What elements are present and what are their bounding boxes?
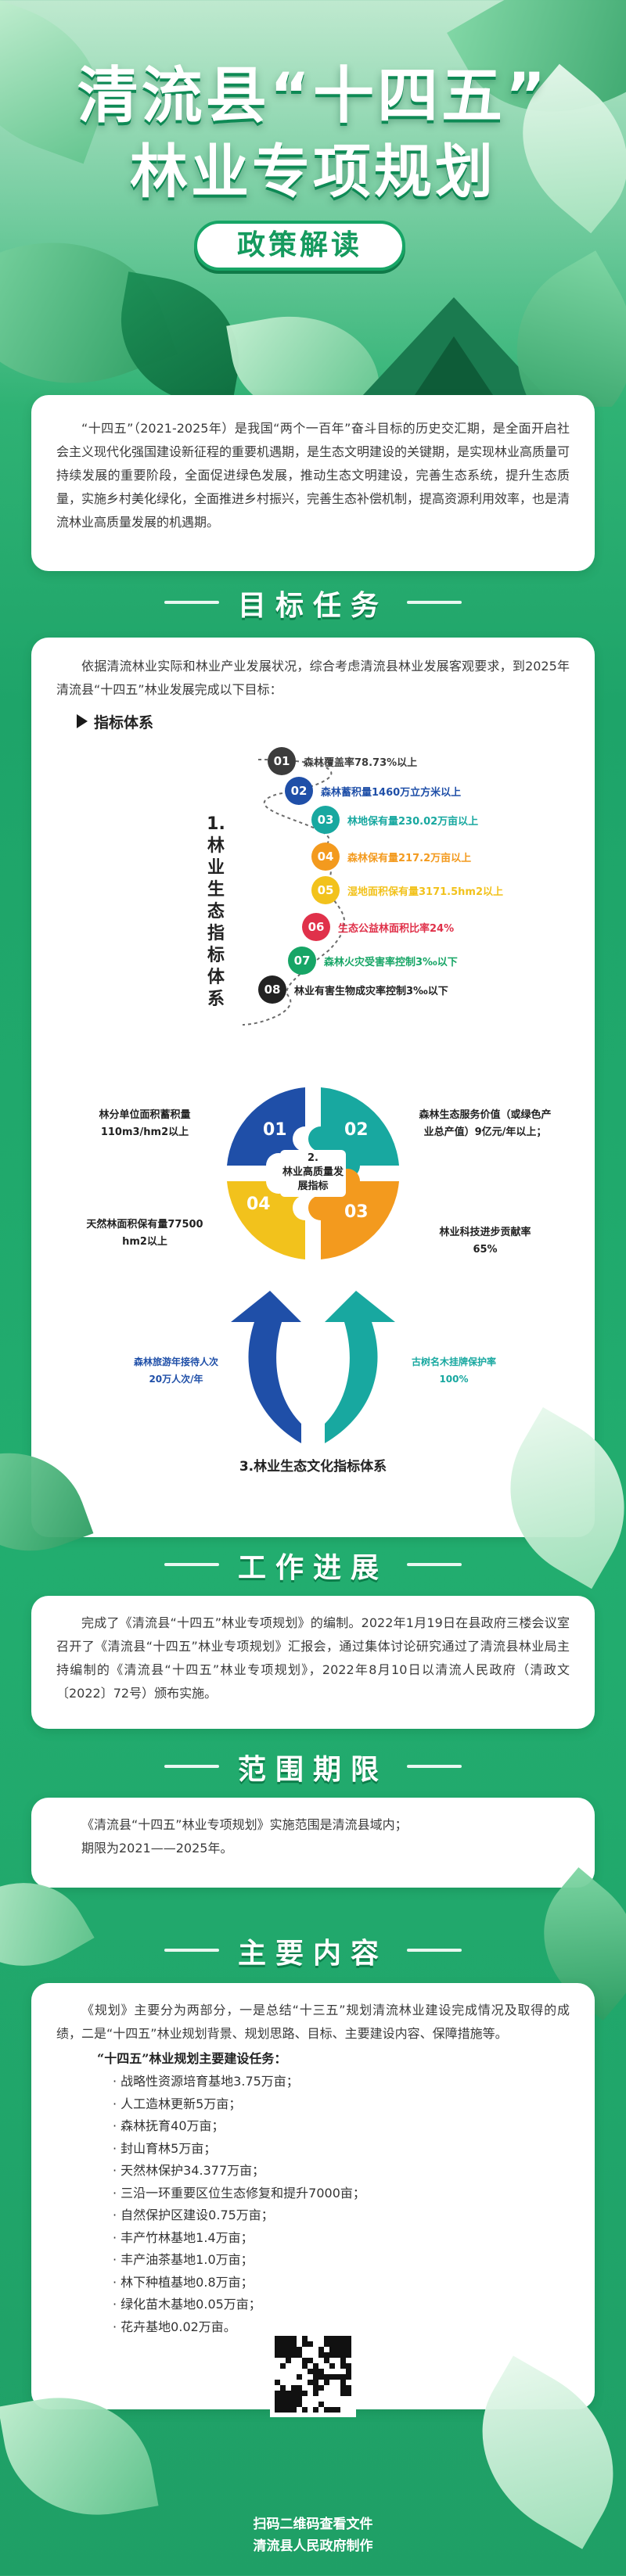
task-item: · 自然保护区建设0.75万亩；	[113, 2208, 274, 2222]
qr-code-image	[275, 2336, 351, 2413]
tasks-list: · 战略性资源培育基地3.75万亩； · 人工造林更新5万亩； · 森林抚育40万亩…	[56, 2071, 570, 2338]
indicator-number: 04	[311, 842, 340, 871]
indicator-text: 林地保有量230.02万亩以上	[347, 816, 479, 828]
indicator-text: 林业有害生物成灾率控制3‰以下	[294, 986, 448, 997]
quality-center-num: 2.	[308, 1152, 318, 1164]
task-item: · 丰产竹林基地1.4万亩；	[113, 2229, 254, 2245]
indicator-number: 03	[311, 806, 340, 834]
tasks-title: “十四五”林业规划主要建设任务：	[97, 2051, 287, 2066]
task-item: · 林下种植基地0.8万亩；	[113, 2274, 254, 2290]
content-text: 《规划》主要分为两部分，一是总结“十三五”规划清流林业建设完成情况及取得的成绩，…	[56, 2003, 570, 2041]
puzzle-piece-04	[227, 1181, 305, 1259]
task-item: · 三沿一环重要区位生态修复和提升7000亩；	[113, 2185, 365, 2201]
puzzle-piece-01	[227, 1087, 305, 1166]
task-item: · 绿化苗木基地0.05万亩；	[113, 2297, 261, 2312]
teal-arrow-icon	[325, 1291, 395, 1443]
section-divider	[164, 601, 219, 604]
culture-right: 古树名木挂牌保护率100%	[411, 1356, 496, 1385]
quality-puzzle-chart	[227, 1087, 399, 1259]
page-title-line1: 清流县“十四五”	[77, 61, 549, 131]
task-item: · 森林抚育40万亩；	[113, 2118, 225, 2133]
qr-code[interactable]	[270, 2331, 356, 2417]
culture-arrows	[231, 1291, 395, 1443]
goals-text: 依据清流林业实际和林业产业发展状况，综合考虑清流县林业发展客观要求，到2025年…	[56, 659, 570, 697]
indicator-text: 森林覆盖率78.73%以上	[304, 757, 418, 769]
section-title-scope: 范围期限	[237, 1754, 388, 1786]
quality-right-bottom: 林业科技进步贡献率65%	[439, 1227, 531, 1256]
page-title-line2: 林业专项规划	[130, 138, 496, 206]
indicator-system-label: 指标体系	[94, 714, 154, 731]
section-divider	[164, 1949, 219, 1952]
policy-badge: 政策解读	[194, 221, 405, 271]
indicator-number: 06	[302, 913, 330, 941]
task-item: · 封山育林5万亩；	[113, 2140, 217, 2156]
indicator-number: 02	[285, 777, 313, 805]
intro-text: “十四五”（2021-2025年）是我国“两个一百年”奋斗目标的历史交汇期，是全…	[56, 421, 570, 530]
section-divider	[164, 1765, 219, 1768]
indicator-number: 08	[258, 975, 286, 1004]
section-divider	[407, 601, 462, 604]
progress-text: 完成了《清流县“十四五”林业专项规划》的编制。2022年1月19日在县政府三楼会…	[56, 1615, 570, 1701]
hero-banner: 清流县“十四五” 林业专项规划 政策解读	[0, 0, 626, 407]
task-item: · 人工造林更新5万亩；	[113, 2096, 242, 2111]
footer-line2: 清流县人民政府制作	[253, 2538, 373, 2554]
puzzle-label-03: 03	[344, 1202, 369, 1222]
indicator-number: 01	[268, 747, 296, 775]
indicator-number: 07	[288, 947, 316, 975]
blue-arrow-icon	[231, 1291, 301, 1443]
indicator-text: 森林保有量217.2万亩以上	[347, 853, 472, 864]
intro-card: “十四五”（2021-2025年）是我国“两个一百年”奋斗目标的历史交汇期，是全…	[31, 395, 595, 571]
quality-left-bottom: 天然林面积保有量77500 hm2以上	[86, 1219, 203, 1248]
footer-line1: 扫码二维码查看文件	[253, 2517, 373, 2532]
quality-center: 2. 林业高质量发展指标	[282, 1151, 344, 1194]
scope-line1: 《清流县“十四五”林业专项规划》实施范围是清流县域内；	[81, 1817, 408, 1832]
task-item: · 战略性资源培育基地3.75万亩；	[113, 2074, 299, 2089]
quality-center-label: 林业高质量发展指标	[282, 1166, 344, 1192]
culture-label: 3.林业生态文化指标体系	[239, 1459, 387, 1475]
indicator-number: 05	[311, 876, 340, 904]
section-title-content: 主要内容	[237, 1938, 388, 1970]
indicator-text: 湿地面积保有量3171.5hm2以上	[347, 886, 504, 898]
play-icon	[77, 714, 88, 728]
section-divider	[407, 1765, 462, 1768]
section-title-goals: 目标任务	[237, 590, 388, 622]
puzzle-label-01: 01	[263, 1120, 287, 1140]
progress-card: 完成了《清流县“十四五”林业专项规划》的编制。2022年1月19日在县政府三楼会…	[31, 1596, 595, 1729]
goals-card: 依据清流林业实际和林业产业发展状况，综合考虑清流县林业发展客观要求，到2025年…	[31, 638, 595, 1537]
indicator-text: 森林蓄积量1460万立方米以上	[321, 787, 462, 799]
quality-right-top: 森林生态服务价值（或绿色产业总产值）9亿元/年以上；	[419, 1109, 552, 1138]
puzzle-label-04: 04	[246, 1195, 271, 1214]
section-divider	[407, 1949, 462, 1952]
task-item: · 花卉基地0.02万亩。	[113, 2319, 236, 2334]
culture-left: 森林旅游年接待人次20万人次/年	[133, 1356, 218, 1385]
section-title-progress: 工作进展	[237, 1552, 388, 1584]
eco-indicator-label: 1.林业生态指标体系	[207, 814, 225, 1009]
indicator-text: 生态公益林面积比率24%	[338, 923, 455, 935]
task-item: · 天然林保护34.377万亩；	[113, 2163, 265, 2178]
task-item: · 丰产油茶基地1.0万亩；	[113, 2252, 254, 2267]
quality-left-top: 林分单位面积蓄积量110m3/hm2以上	[99, 1109, 191, 1138]
puzzle-label-02: 02	[344, 1120, 369, 1140]
section-divider	[407, 1563, 462, 1566]
scope-card: 《清流县“十四五”林业专项规划》实施范围是清流县域内； 期限为2021——202…	[31, 1798, 595, 1888]
indicator-text: 森林火灾受害率控制3‰以下	[324, 957, 458, 968]
scope-line2: 期限为2021——2025年。	[81, 1841, 233, 1856]
section-divider	[164, 1563, 219, 1566]
